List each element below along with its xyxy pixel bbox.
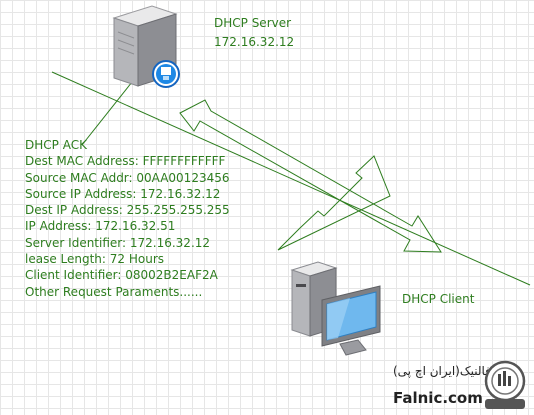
server-name-label: DHCP Server <box>214 16 292 30</box>
request-arrow <box>277 155 391 251</box>
falnic-logo-icon <box>484 360 526 409</box>
server-ip-label: 172.16.32.12 <box>214 35 295 49</box>
dhcp-ack-packet-details: DHCP ACK Dest MAC Address: FFFFFFFFFFFF … <box>25 137 230 300</box>
source-mac-line: Source MAC Addr: 00AA00123456 <box>25 170 230 185</box>
watermark-brand-text: Falnic.com <box>393 389 483 407</box>
client-identifier-line: Client Identifier: 08002B2EAF2A <box>25 268 218 283</box>
dest-mac-line: Dest MAC Address: FFFFFFFFFFFF <box>25 154 226 169</box>
dhcp-server-icon <box>112 5 180 88</box>
client-name-label: DHCP Client <box>402 292 475 306</box>
ip-address-line: IP Address: 172.16.32.51 <box>25 219 176 234</box>
network-link-line <box>51 71 531 286</box>
dhcp-client-icon <box>290 261 381 356</box>
watermark: فالنیک(ایران اچ پی) Falnic.com <box>393 357 533 413</box>
reply-arrow <box>179 99 442 253</box>
packet-type-line: DHCP ACK <box>25 138 87 152</box>
source-ip-line: Source IP Address: 172.16.32.12 <box>25 186 221 201</box>
server-identifier-line: Server Identifier: 172.16.32.12 <box>25 235 211 250</box>
lease-length-line: lease Length: 72 Hours <box>25 252 165 267</box>
packet-callout-line <box>81 81 133 146</box>
watermark-persian-text: فالنیک(ایران اچ پی) <box>393 364 491 378</box>
dest-ip-line: Dest IP Address: 255.255.255.255 <box>25 203 230 218</box>
other-request-line: Other Request Paraments...... <box>25 284 203 299</box>
